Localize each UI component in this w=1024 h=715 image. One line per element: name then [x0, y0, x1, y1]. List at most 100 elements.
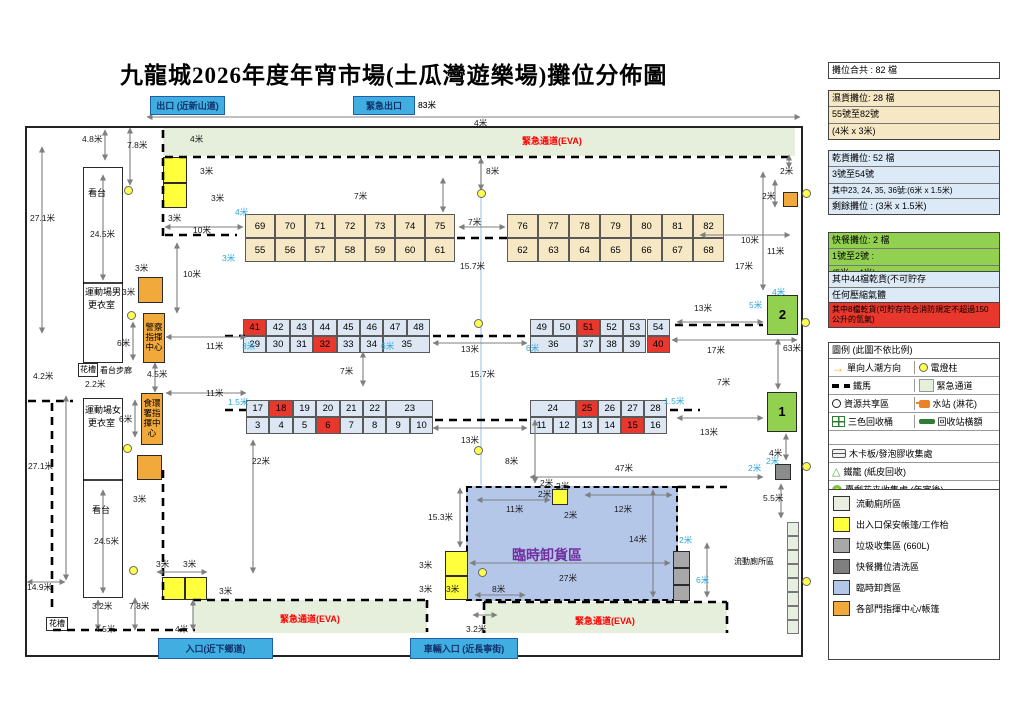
stall-16: 16	[644, 417, 667, 434]
map-text: 運動場男	[85, 287, 122, 297]
legend-label: 回收站橫額	[937, 417, 983, 428]
building-食環署指揮中心: 食環署指揮中心	[141, 393, 163, 445]
stall-30: 30	[266, 336, 290, 353]
area-legend-row: 流動廁所區	[833, 496, 995, 511]
map-text: 流動廁所區	[734, 557, 774, 566]
measurement-label: 5.5米	[763, 493, 784, 503]
sidebar-panel-row: 攤位合共 : 82 檔	[832, 65, 898, 75]
measurement-label: 3米	[242, 341, 256, 351]
lamp-post-icon	[474, 319, 483, 328]
stall-66: 66	[631, 238, 662, 262]
stall-39: 39	[623, 336, 647, 353]
stall-82: 82	[693, 214, 724, 238]
measurement-label: 4米	[190, 134, 204, 144]
legend-label: 水站 (淋花)	[932, 399, 978, 410]
stall-27: 27	[621, 400, 644, 417]
banner-icon	[918, 419, 935, 425]
stall-11: 11	[530, 417, 553, 434]
stall-52: 52	[599, 319, 624, 336]
lamp-post-icon	[127, 311, 136, 320]
stall-15: 15	[621, 417, 644, 434]
stall-29: 29	[243, 336, 267, 353]
area-legend-row: 快餐攤位清洗區	[833, 559, 995, 574]
lamp-post-icon	[474, 446, 483, 455]
map-text: 看台	[88, 188, 107, 198]
lamp-icon	[918, 363, 928, 373]
stall-73: 73	[365, 214, 395, 238]
legend-cell: 鐵馬	[832, 379, 910, 392]
stall-54: 54	[646, 319, 670, 336]
legend-row: △鐵籠 (紙皮回收)	[829, 463, 999, 482]
building-花槽: 花槽	[78, 363, 98, 377]
measurement-label: 27.1米	[30, 213, 56, 223]
measurement-label: 3米	[446, 584, 460, 594]
stall-41: 41	[243, 319, 267, 336]
stall-50: 50	[553, 319, 577, 336]
measurement-label: 13米	[461, 344, 479, 354]
measurement-label: 8米	[486, 166, 500, 176]
area-label: 流動廁所區	[856, 499, 902, 509]
stall-77: 77	[538, 214, 569, 238]
measurement-label: 3米	[219, 586, 233, 596]
stall-32: 32	[313, 336, 337, 353]
building-box	[445, 551, 468, 576]
stall-56: 56	[275, 238, 305, 262]
legend-cell: 緊急通道	[913, 379, 997, 393]
share-icon	[832, 399, 841, 409]
measurement-label: 3米	[183, 559, 197, 569]
stall-12: 12	[552, 417, 576, 434]
sidebar-panel-row: 3號至54號	[829, 167, 999, 184]
measurement-label: 13米	[694, 303, 712, 313]
stall-23: 23	[386, 400, 434, 417]
map-text: 運動場女	[85, 405, 122, 415]
measurement-label: 3米	[222, 253, 236, 263]
legend-cell: 回收站橫額	[913, 415, 997, 429]
measurement-label: 15.7米	[460, 261, 486, 271]
area-label: 各部門指揮中心/帳篷	[856, 604, 940, 614]
area-swatch	[833, 538, 850, 553]
measurement-label: 4.2米	[33, 371, 54, 381]
sidebar-panel-row: 其中8檔乾貨(可貯存符合消防規定不超過150公升的氫氣)	[832, 305, 989, 324]
area-swatch	[833, 559, 850, 574]
measurement-label: 63米	[783, 343, 801, 353]
pallet-icon	[832, 449, 846, 459]
measurement-label: 7.8米	[129, 601, 150, 611]
lamp-post-icon	[123, 444, 132, 453]
building-box	[673, 551, 690, 568]
measurement-label: 10米	[741, 235, 759, 245]
measurement-label: 15.3米	[428, 512, 454, 522]
area-swatch	[833, 580, 850, 595]
measurement-label: 3米	[135, 263, 149, 273]
measurement-label: 83米	[418, 100, 436, 110]
stall-62: 62	[507, 238, 538, 262]
stall-26: 26	[598, 400, 622, 417]
measurement-label: 4.5米	[95, 624, 116, 634]
measurement-label: 7米	[717, 377, 731, 387]
measurement-label: 8米	[492, 584, 506, 594]
measurement-label: 3米	[168, 213, 182, 223]
stall-71: 71	[305, 214, 335, 238]
legend-cell: 木卡板/發泡膠收集處	[832, 447, 996, 460]
measurement-label: 22米	[252, 456, 270, 466]
measurement-label: 10米	[183, 269, 201, 279]
stall-60: 60	[395, 238, 425, 262]
building-box	[162, 577, 185, 600]
measurement-label: 6米	[526, 343, 540, 353]
stall-10: 10	[409, 417, 434, 434]
sidebar-panel-5: 其中8檔乾貨(可貯存符合消防規定不超過150公升的氫氣)	[828, 302, 1000, 328]
stall-17: 17	[246, 400, 270, 417]
measurement-label: 3.2米	[92, 601, 113, 611]
stall-80: 80	[631, 214, 662, 238]
measurement-label: 27米	[559, 573, 577, 583]
stall-48: 48	[406, 319, 431, 336]
stall-8: 8	[363, 417, 387, 434]
stall-7: 7	[339, 417, 363, 434]
map-text: 更衣室	[88, 300, 116, 310]
barrier-icon	[832, 383, 850, 388]
stall-57: 57	[305, 238, 335, 262]
unloading-zone	[466, 486, 678, 601]
measurement-label: 10米	[193, 225, 211, 235]
stall-5: 5	[292, 417, 317, 434]
legend-label: 緊急通道	[936, 381, 973, 392]
stall-61: 61	[425, 238, 455, 262]
